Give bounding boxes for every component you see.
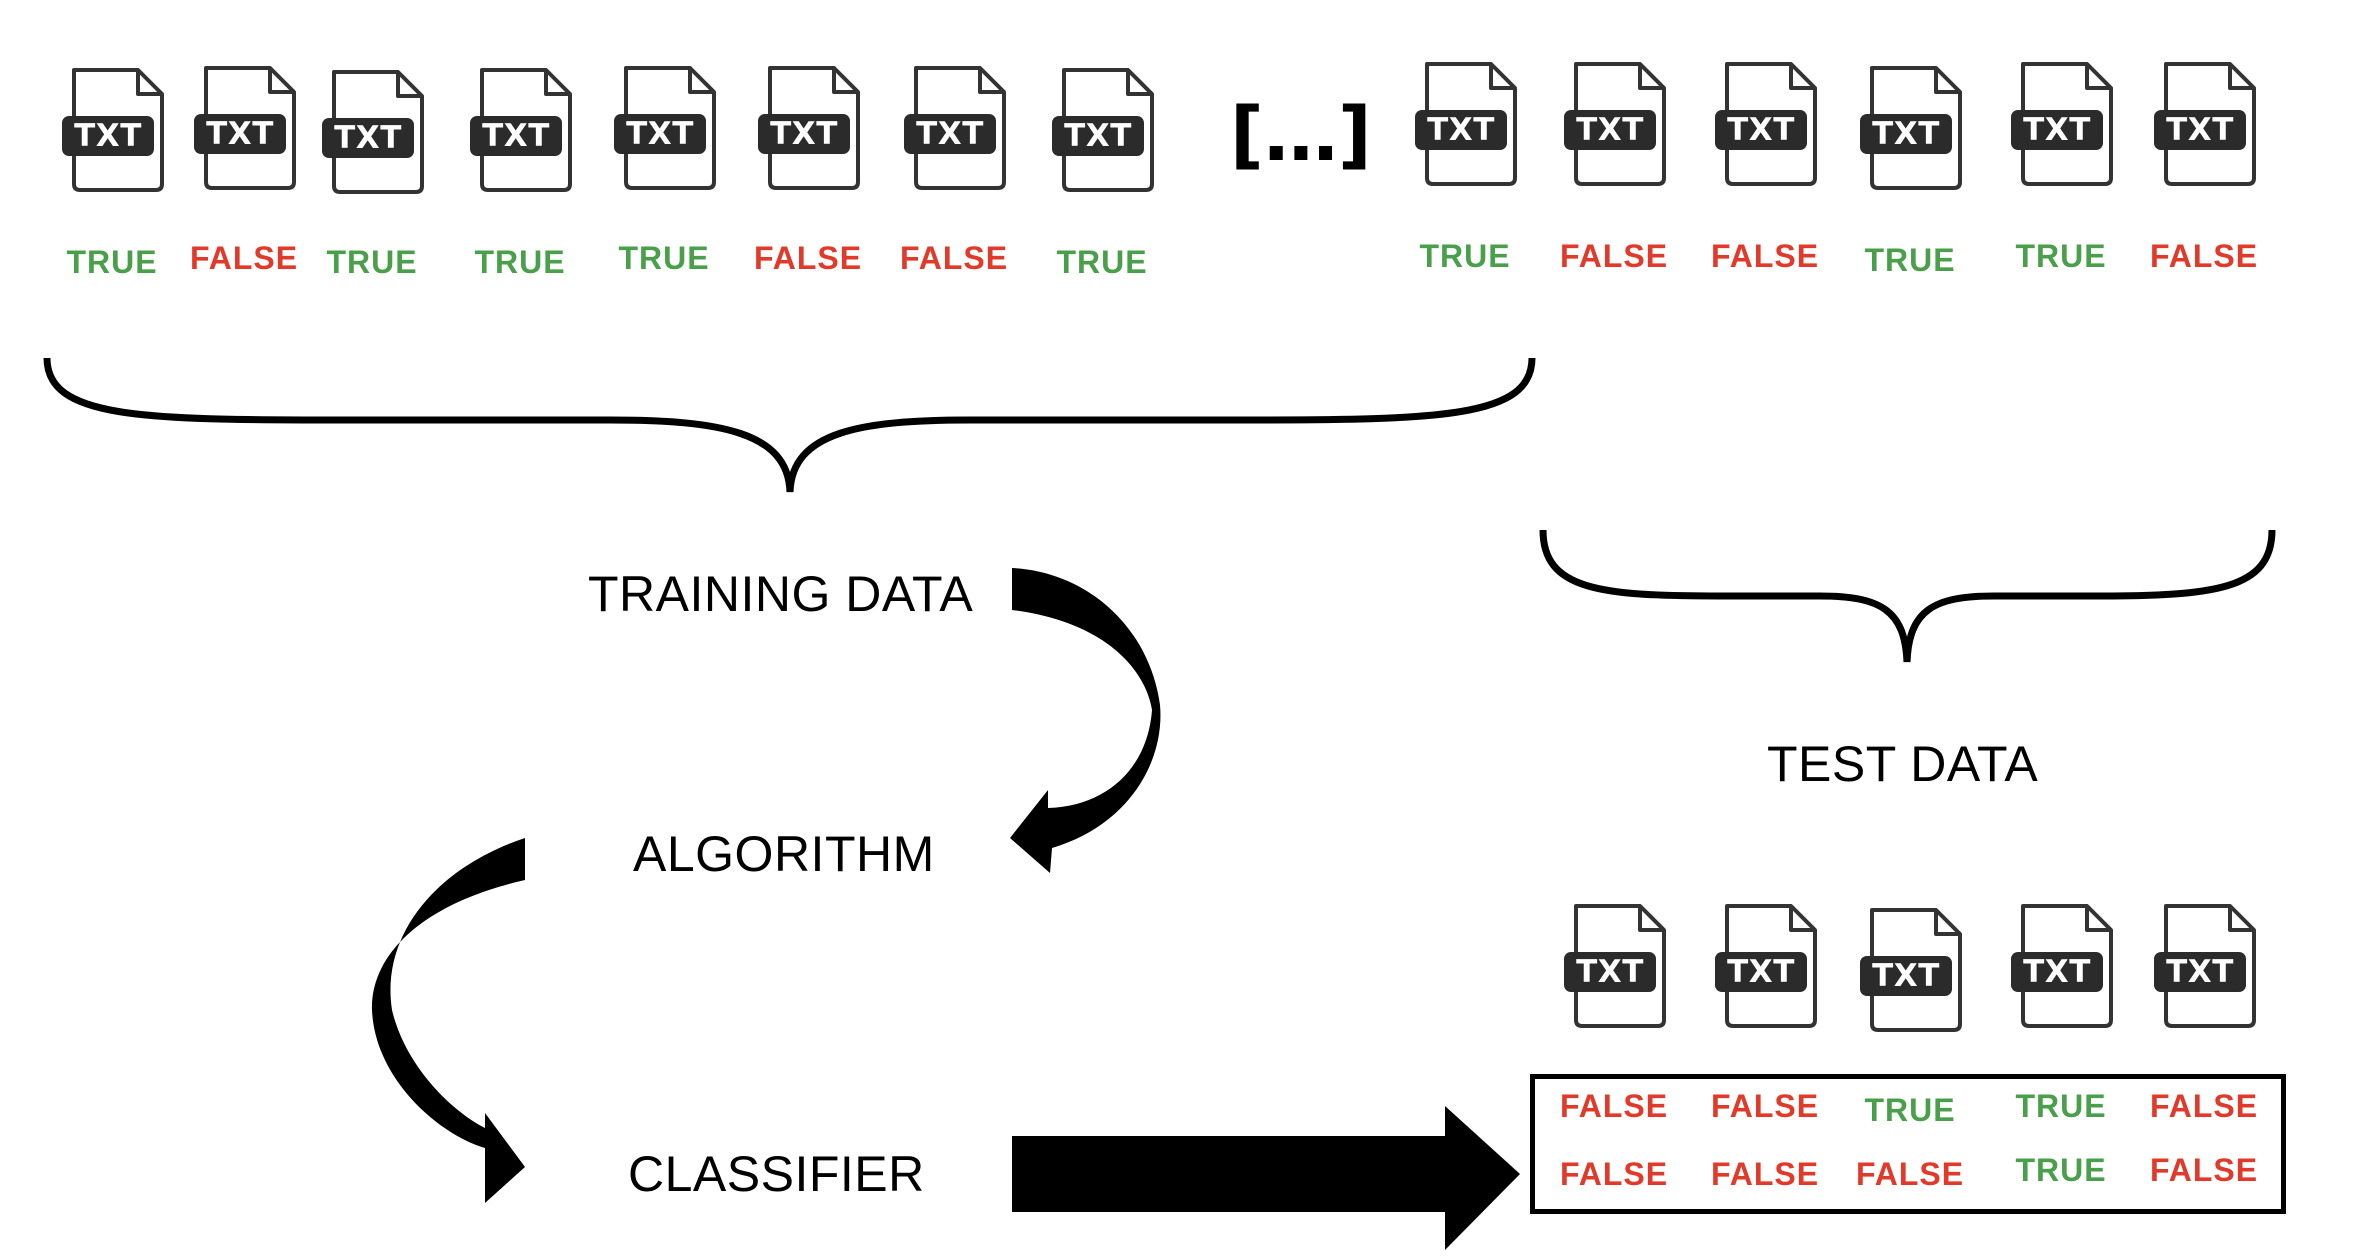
classified-doc: TXT: [1858, 902, 1968, 1036]
test-doc-label: TRUE: [1864, 242, 1956, 278]
training-doc-label: FALSE: [753, 240, 863, 276]
txt-file-icon: [194, 66, 296, 190]
txt-file-icon: [1860, 66, 1962, 190]
result-label-row2: TRUE: [2015, 1152, 2107, 1188]
test-doc: TXT: [1413, 56, 1523, 190]
txt-file-icon: [322, 70, 424, 194]
txt-file-icon: [1715, 62, 1817, 186]
file-type-text: TXT: [206, 116, 274, 152]
training-doc-label: FALSE: [189, 240, 299, 276]
result-label-row1: TRUE: [2015, 1088, 2107, 1124]
ellipsis-marker: […]: [1230, 92, 1372, 178]
txt-file-icon: [2011, 904, 2113, 1028]
training-doc-label: TRUE: [66, 244, 158, 280]
arrow-training-to-algorithm: [1010, 568, 1161, 873]
test-doc-label: FALSE: [1559, 238, 1669, 274]
file-type-text: TXT: [770, 116, 838, 152]
file-type-text: TXT: [2166, 954, 2234, 990]
txt-file-icon: [1860, 908, 1962, 1032]
classification-results-box: [1530, 1074, 2286, 1214]
arrow-algorithm-to-classifier: [371, 838, 525, 1203]
file-type-text: TXT: [1872, 958, 1940, 994]
file-type-text: TXT: [2023, 954, 2091, 990]
txt-file-icon: [470, 68, 572, 192]
training-doc-label: TRUE: [474, 244, 566, 280]
training-doc: TXT: [612, 60, 722, 194]
txt-file-icon: [1564, 62, 1666, 186]
training-doc: TXT: [192, 60, 302, 194]
training-doc: TXT: [756, 60, 866, 194]
txt-file-icon: [758, 66, 860, 190]
file-type-text: TXT: [334, 120, 402, 156]
file-type-text: TXT: [1727, 112, 1795, 148]
test-doc-label: TRUE: [1419, 238, 1511, 274]
test-data-label: TEST DATA: [1767, 736, 2039, 792]
txt-file-icon: [1564, 904, 1666, 1028]
txt-file-icon: [904, 66, 1006, 190]
txt-file-icon: [2154, 904, 2256, 1028]
training-doc: TXT: [320, 64, 430, 198]
file-type-text: TXT: [626, 116, 694, 152]
training-doc: TXT: [902, 60, 1012, 194]
training-doc-label: FALSE: [899, 240, 1009, 276]
result-label-row2: FALSE: [2149, 1152, 2259, 1188]
txt-file-icon: [1715, 904, 1817, 1028]
classified-doc: TXT: [1713, 898, 1823, 1032]
test-doc: TXT: [1713, 56, 1823, 190]
file-type-text: TXT: [1576, 954, 1644, 990]
file-type-text: TXT: [916, 116, 984, 152]
result-label-row1: FALSE: [1559, 1088, 1669, 1124]
classified-doc: TXT: [2009, 898, 2119, 1032]
result-label-row1: FALSE: [2149, 1088, 2259, 1124]
result-label-row2: FALSE: [1710, 1156, 1820, 1192]
txt-file-icon: [1052, 68, 1154, 192]
result-label-row1: FALSE: [1710, 1088, 1820, 1124]
training-doc-label: TRUE: [326, 244, 418, 280]
test-doc: TXT: [1562, 56, 1672, 190]
file-type-text: TXT: [1576, 112, 1644, 148]
test-doc: TXT: [2152, 56, 2262, 190]
test-brace: [1539, 529, 2276, 663]
training-doc: TXT: [468, 62, 578, 196]
test-doc-label: FALSE: [2149, 238, 2259, 274]
result-label-row1: TRUE: [1864, 1092, 1956, 1128]
algorithm-label: ALGORITHM: [633, 826, 935, 882]
file-type-text: TXT: [1427, 112, 1495, 148]
file-type-text: TXT: [1064, 118, 1132, 154]
training-doc: TXT: [1050, 62, 1160, 196]
test-doc-label: TRUE: [2015, 238, 2107, 274]
txt-file-icon: [2154, 62, 2256, 186]
file-type-text: TXT: [74, 118, 142, 154]
file-type-text: TXT: [1727, 954, 1795, 990]
txt-file-icon: [1415, 62, 1517, 186]
arrow-classifier-to-results: [1012, 1106, 1520, 1250]
file-type-text: TXT: [1872, 116, 1940, 152]
training-doc: TXT: [60, 62, 170, 196]
test-doc: TXT: [1858, 60, 1968, 194]
file-type-text: TXT: [482, 118, 550, 154]
txt-file-icon: [2011, 62, 2113, 186]
test-doc: TXT: [2009, 56, 2119, 190]
txt-file-icon: [614, 66, 716, 190]
test-doc-label: FALSE: [1710, 238, 1820, 274]
file-type-text: TXT: [2166, 112, 2234, 148]
training-doc-label: TRUE: [618, 240, 710, 276]
classified-doc: TXT: [2152, 898, 2262, 1032]
result-label-row2: FALSE: [1559, 1156, 1669, 1192]
classifier-label: CLASSIFIER: [628, 1146, 925, 1202]
result-label-row2: FALSE: [1855, 1156, 1965, 1192]
classified-doc: TXT: [1562, 898, 1672, 1032]
training-data-label: TRAINING DATA: [588, 566, 974, 622]
training-brace: [43, 357, 1536, 493]
training-doc-label: TRUE: [1056, 244, 1148, 280]
txt-file-icon: [62, 68, 164, 192]
file-type-text: TXT: [2023, 112, 2091, 148]
